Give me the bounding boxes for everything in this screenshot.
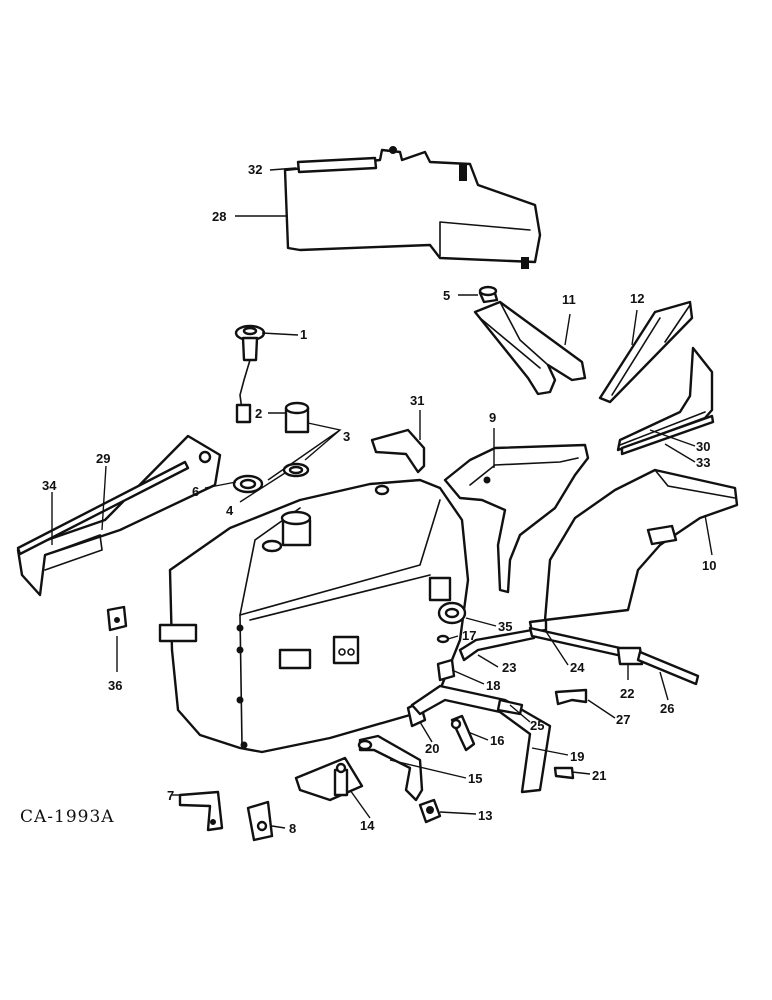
callout-8: 8 (289, 821, 296, 836)
shutoff-valve-part-14 (294, 756, 364, 802)
right-shield-part-10 (543, 468, 739, 622)
callout-25: 25 (530, 718, 544, 733)
callout-17: 17 (462, 628, 476, 643)
fitting-part-16 (450, 714, 476, 752)
callout-2: 2 (255, 406, 262, 421)
callout-22: 22 (620, 686, 634, 701)
fitting-part-13 (418, 798, 442, 824)
callout-30: 30 (696, 439, 710, 454)
callout-7: 7 (167, 788, 174, 803)
callout-6: 6 (192, 484, 199, 499)
callout-31: 31 (410, 393, 424, 408)
grommet-part-35 (437, 601, 467, 625)
callout-4: 4 (226, 503, 234, 518)
trim-strip-part-32 (296, 156, 378, 174)
fuel-cap-part-1 (234, 324, 266, 424)
clip-part-36 (106, 605, 128, 632)
callout-24: 24 (570, 660, 585, 675)
callout-29: 29 (96, 451, 110, 466)
callout-18: 18 (486, 678, 500, 693)
callout-35: 35 (498, 619, 512, 634)
callout-13: 13 (478, 808, 492, 823)
bracket-part-8 (246, 800, 274, 842)
cap-nut-part-5 (478, 285, 499, 304)
callout-33: 33 (696, 455, 710, 470)
hose-part-23 (458, 628, 536, 662)
callout-10: 10 (702, 558, 716, 573)
top-shield-part-28 (283, 146, 542, 269)
fuel-line-part-22 (528, 626, 644, 666)
gasket-part-6 (232, 474, 264, 494)
drawing-code: CA-1993A (20, 807, 115, 827)
callout-14: 14 (360, 818, 375, 833)
callout-11: 11 (562, 292, 576, 307)
side-deflector-part-30 (616, 346, 714, 452)
callout-26: 26 (660, 701, 674, 716)
callout-21: 21 (592, 768, 606, 783)
callout-19: 19 (570, 749, 584, 764)
filler-neck-part-2 (284, 401, 310, 434)
gasket-part-4 (282, 462, 310, 478)
seal-strip-part-33 (620, 414, 715, 456)
callout-9: 9 (489, 410, 496, 425)
callout-labels: 1 2 3 4 5 6 7 8 9 10 11 12 13 14 15 16 1… (42, 162, 716, 836)
callout-34: 34 (42, 478, 57, 493)
callout-28: 28 (212, 209, 226, 224)
callout-12: 12 (630, 291, 644, 306)
leader-lines (51, 167, 713, 829)
fuel-line-part-15 (357, 734, 424, 802)
tube-part-26 (636, 650, 700, 686)
clip-part-21 (553, 766, 575, 780)
elbow-fitting-part-18 (436, 658, 456, 682)
callout-16: 16 (490, 733, 504, 748)
support-bracket-part-11 (473, 300, 587, 396)
callout-36: 36 (108, 678, 122, 693)
callout-20: 20 (425, 741, 439, 756)
support-bracket-part-12 (598, 300, 694, 404)
callout-32: 32 (248, 162, 262, 177)
callout-15: 15 (468, 771, 482, 786)
callout-5: 5 (443, 288, 450, 303)
callout-27: 27 (616, 712, 630, 727)
callout-23: 23 (502, 660, 516, 675)
bracket-part-7 (178, 790, 224, 832)
callout-3: 3 (343, 429, 350, 444)
clip-part-27 (554, 688, 588, 706)
callout-1: 1 (300, 327, 307, 342)
small-shield-part-31 (370, 428, 426, 474)
center-shield-part-9 (443, 443, 590, 594)
washer-part-17 (436, 634, 450, 644)
